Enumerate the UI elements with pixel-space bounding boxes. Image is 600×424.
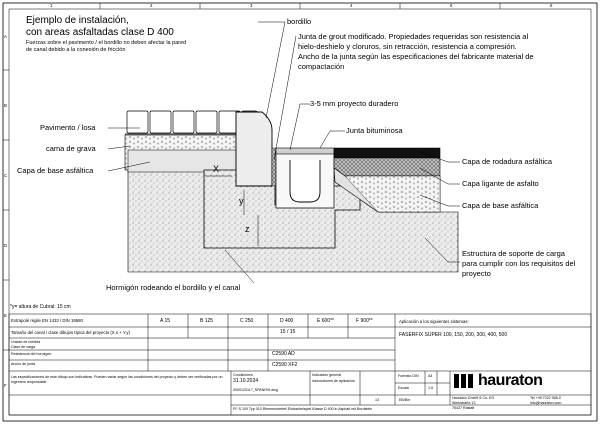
dimension-z: z xyxy=(245,224,250,234)
load-class-f900: F 900** xyxy=(356,318,373,324)
grid-marker-side-e: E xyxy=(4,313,7,318)
table-row2-label: Tamaño del canal / clase dibujos típica … xyxy=(11,330,130,335)
company-addr-1: Hauraton GmbH & Co. KG xyxy=(452,396,495,400)
load-class-d400: D 400 xyxy=(280,318,294,324)
load-class-b125: B 125 xyxy=(200,318,214,324)
label-hormigon: Hormigón rodeando el bordillo y el canal xyxy=(106,283,241,292)
label-capa-ligante: Capa ligante de asfalto xyxy=(462,179,539,188)
title-line-2: con areas asfaltadas clase D 400 xyxy=(26,27,174,38)
grid-marker-side-b: B xyxy=(4,103,7,108)
company-addr-3: 76437 Rastatt xyxy=(452,406,475,410)
load-class-a15: A 15 xyxy=(160,318,171,324)
curb xyxy=(235,111,273,187)
dimension-y: y xyxy=(239,196,244,206)
company-contact-2: info@hauraton.com xyxy=(530,401,562,405)
label-capa-base-left: Capa de base asfáltica xyxy=(17,166,94,175)
title-block-grid xyxy=(8,313,592,416)
channel-grate xyxy=(275,147,335,155)
table-row1-label: Extrapolé régile EN 1433 / DIN 19580 xyxy=(11,318,83,323)
code-2: C2590 XF2 xyxy=(272,362,298,368)
company-name: hauraton xyxy=(478,372,543,389)
small-row-3: Resistencia del hormigón xyxy=(11,352,52,356)
footnote: *y= altura de Cubral: 15 cm xyxy=(10,304,71,310)
dimension-x: X xyxy=(213,164,220,174)
label-capa-base-right: Capa de base asfáltica xyxy=(462,201,539,210)
small-row-2: Clase de carga xyxy=(11,345,36,349)
grid-marker-top-4: 4 xyxy=(350,3,353,8)
label-bordillo: bordillo xyxy=(287,17,312,26)
grid-marker-top-6: 6 xyxy=(550,3,553,8)
description-line-2: instrucciones de aplicación xyxy=(312,379,355,383)
grid-marker-top-3: 3 xyxy=(250,3,253,8)
leader-lines xyxy=(107,21,460,284)
label-grout-3: Ancho de la junta según las especificaci… xyxy=(298,52,534,61)
label-estructura-3: proyecto xyxy=(462,269,491,278)
footer-text: FF-S 100 Typ 010 Rinnenunterteil Einbaub… xyxy=(233,407,373,411)
hauraton-logo-mark xyxy=(454,374,473,388)
aplicacion-label: Aplicación a los siguientes sistemas: xyxy=(399,319,469,324)
formato-label: Formato DIN xyxy=(398,374,419,378)
escala-value: 1:5 xyxy=(428,386,433,390)
grid-marker-side-f: F xyxy=(4,383,7,388)
label-pavimento: Pavimento / losa xyxy=(40,123,96,132)
grid-marker-top-2: 2 xyxy=(150,3,153,8)
editor: EB/Bm xyxy=(399,398,411,402)
asphalt-binder-course xyxy=(333,157,441,177)
subtitle-line-1: Fuerzas sobre el pavimento / el bordillo… xyxy=(26,40,187,46)
label-grout-2: hielo-deshielo y cloruros, sin retracció… xyxy=(298,42,517,51)
label-grout-1: Junta de grout modificado. Propiedades r… xyxy=(298,32,529,41)
label-proyecto-duradero: 3-5 mm proyecto duradero xyxy=(310,99,399,108)
grout-joint xyxy=(271,147,277,187)
load-class-e600: E 600** xyxy=(317,318,334,324)
title-line-1: Ejemplo de instalación, xyxy=(26,15,129,26)
formato-value: A4 xyxy=(428,374,433,378)
channel-trough xyxy=(289,160,321,203)
label-grout-4: compactación xyxy=(298,62,345,71)
date: 31.10.2024 xyxy=(233,378,259,384)
escala-label: Escala xyxy=(398,386,409,390)
grid-marker-side-c: C xyxy=(4,173,8,178)
grid-marker-top-1: 1 xyxy=(50,3,53,8)
drawing-number: 0000120117_SPANISH.dwg xyxy=(233,388,278,392)
system-name: FASERFIX SUPER 100, 150, 200, 300, 400, … xyxy=(399,332,508,338)
grid-marker-side-a: A xyxy=(4,34,7,39)
legal-text: Las especificaciones de este dibujo son … xyxy=(11,375,223,385)
load-class-c250: C 250 xyxy=(240,318,254,324)
asphalt-surface-course xyxy=(333,147,441,159)
asphalt-base-left xyxy=(127,149,237,173)
small-row-4: Ancho de junta xyxy=(11,362,35,366)
label-junta-bituminosa: Junta bituminosa xyxy=(346,126,403,135)
grid-marker-top-5: 5 xyxy=(450,3,453,8)
small-row-1: Unidad de medida xyxy=(11,340,41,344)
dimension-value: 15 / 15 xyxy=(280,329,296,335)
subtitle-line-2: de canal debido a la conexión de fricció… xyxy=(26,47,126,53)
sheet-number: 13 xyxy=(375,398,379,402)
grid-marker-side-d: D xyxy=(4,243,8,248)
code-1: C2590 AD xyxy=(272,351,295,357)
condiciones-label: Condiciones xyxy=(233,373,253,377)
label-capa-rodadura: Capa de rodadura asfáltica xyxy=(462,157,553,166)
label-estructura-1: Estructura de soporte de carga xyxy=(462,249,565,258)
label-estructura-2: para cumplir con los requisitos del xyxy=(462,259,576,268)
company-contact-1: Tel +49 7222 958-0 xyxy=(530,396,561,400)
label-cama-grava: cama de grava xyxy=(46,144,96,153)
company-addr-2: Werkstraße 13 xyxy=(452,401,476,405)
description-line-1: Indicación general xyxy=(312,373,342,377)
